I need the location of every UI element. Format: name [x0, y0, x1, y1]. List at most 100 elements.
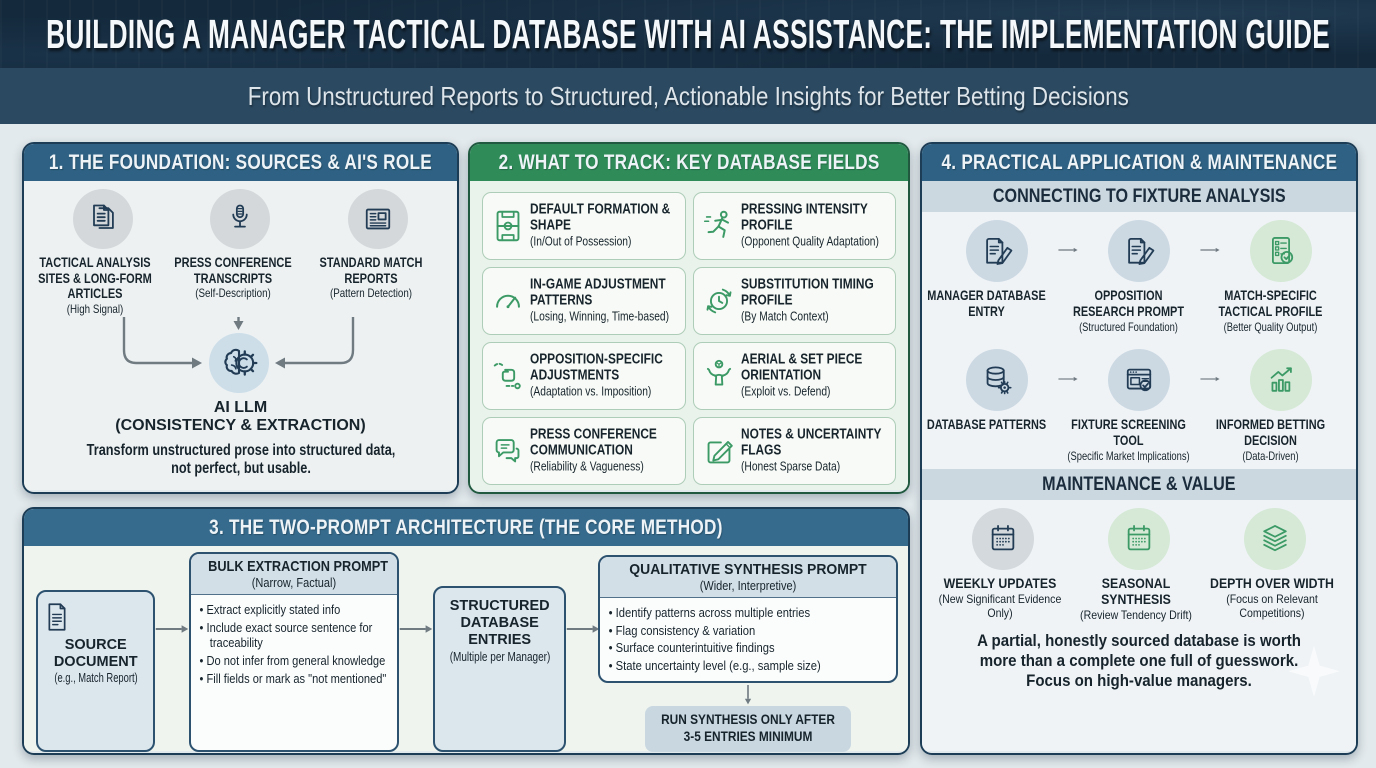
- field-text: IN-GAME ADJUSTMENT PATTERNS (Losing, Win…: [530, 276, 682, 324]
- flow-title: MATCH-SPECIFIC TACTICAL PROFILE: [1218, 287, 1323, 319]
- speech-bubbles-icon: [489, 432, 527, 470]
- panel-practical-application: 4. PRACTICAL APPLICATION & MAINTENANCE C…: [920, 142, 1358, 755]
- bulk-extraction-bullets: Extract explicitly stated info Include e…: [191, 602, 397, 686]
- ai-hub-title: AI LLM: [213, 398, 268, 416]
- flow-sub: (Structured Foundation): [1078, 319, 1178, 334]
- source-document-title: SOURCE DOCUMENT: [53, 637, 138, 670]
- value-line: Focus on high-value managers.: [1026, 671, 1252, 691]
- maintenance-label: WEEKLY UPDATES (New Significant Evidence…: [934, 575, 1066, 621]
- chart-up-icon: [1250, 348, 1312, 411]
- panel-two-prompt: 3. THE TWO-PROMPT ARCHITECTURE (THE CORE…: [22, 507, 910, 755]
- panel-two-prompt-header: 3. THE TWO-PROMPT ARCHITECTURE (THE CORE…: [24, 509, 908, 546]
- bulk-extraction-header: BULK EXTRACTION PROMPT (Narrow, Factual): [191, 554, 398, 596]
- field-card-aerial-set-piece: AERIAL & SET PIECE ORIENTATION (Exploit …: [692, 342, 896, 410]
- field-card-substitution-timing: SUBSTITUTION TIMING PROFILE (By Match Co…: [692, 267, 896, 335]
- page-title: BUILDING A MANAGER TACTICAL DATABASE WIT…: [46, 10, 1330, 57]
- source-title: STANDARD MATCH REPORTS: [319, 255, 423, 286]
- panel-foundation: 1. THE FOUNDATION: SOURCES & AI'S ROLE T…: [22, 142, 459, 494]
- checklist-check-icon: [1250, 220, 1312, 282]
- prompt-bullet: Do not infer from general knowledge: [200, 653, 397, 669]
- documents-icon: [72, 189, 133, 249]
- prompt-flow-row: SOURCE DOCUMENT (e.g., Match Report) BUL…: [24, 546, 908, 753]
- structured-entries-box: STRUCTURED DATABASE ENTRIES (Multiple pe…: [433, 586, 566, 753]
- prompt-bullet: Extract explicitly stated info: [200, 602, 397, 618]
- flow-label: DATABASE PATTERNS: [922, 416, 1051, 434]
- source-sub: (High Signal): [66, 301, 124, 316]
- panel-two-prompt-title: 3. THE TWO-PROMPT ARCHITECTURE (THE CORE…: [209, 515, 723, 539]
- panel-foundation-header: 1. THE FOUNDATION: SOURCES & AI'S ROLE: [24, 144, 457, 181]
- browser-check-icon: [1108, 348, 1170, 411]
- bullet-text: Fill fields or mark as "not mentioned": [206, 670, 387, 686]
- field-sub: (Honest Sparse Data): [740, 459, 840, 474]
- field-sub: (Exploit vs. Defend): [740, 384, 830, 399]
- source-sub: (Pattern Detection): [329, 286, 412, 301]
- fixture-flow-row-1: MANAGER DATABASE ENTRY OPPOSITION RESEAR…: [922, 212, 1356, 341]
- run-synthesis-text: RUN SYNTHESIS ONLY AFTER 3-5 ENTRIES MIN…: [651, 712, 845, 746]
- source-label: STANDARD MATCH REPORTS (Pattern Detectio…: [302, 255, 439, 301]
- seasonal-synthesis: SEASONAL SYNTHESIS (Review Tendency Drif…: [1071, 508, 1207, 623]
- fixture-analysis-band: CONNECTING TO FIXTURE ANALYSIS: [922, 181, 1356, 212]
- bullet-text: Identify patterns across multiple entrie…: [615, 605, 811, 621]
- fixture-screening-tool: FIXTURE SCREENING TOOL (Specific Market …: [1067, 348, 1200, 464]
- flow-title: OPPOSITION RESEARCH PROMPT: [1072, 287, 1184, 319]
- flow-label: MANAGER DATABASE ENTRY: [922, 287, 1051, 321]
- source-match-reports: STANDARD MATCH REPORTS (Pattern Detectio…: [309, 189, 447, 317]
- database-patterns: DATABASE PATTERNS: [927, 348, 1058, 434]
- field-title: IN-GAME ADJUSTMENT PATTERNS: [530, 276, 666, 309]
- maintenance-row: WEEKLY UPDATES (New Significant Evidence…: [922, 500, 1356, 623]
- brain-gear-icon: [208, 332, 269, 393]
- note-line: not perfect, but usable.: [170, 460, 311, 478]
- flow-title: MANAGER DATABASE ENTRY: [926, 287, 1046, 319]
- maintenance-label: DEPTH OVER WIDTH (Focus on Relevant Comp…: [1206, 575, 1338, 621]
- field-sub: (By Match Context): [740, 309, 829, 324]
- note-line: Transform unstructured prose into struct…: [86, 441, 395, 459]
- field-card-in-game-adjustment: IN-GAME ADJUSTMENT PATTERNS (Losing, Win…: [482, 267, 686, 335]
- maintenance-title: MAINTENANCE & VALUE: [1042, 473, 1236, 495]
- field-title: SUBSTITUTION TIMING PROFILE: [740, 276, 874, 309]
- bullet-text: Include exact source sentence for tracea…: [206, 619, 373, 651]
- flow-label: INFORMED BETTING DECISION (Data-Driven): [1206, 416, 1335, 464]
- source-tactical-analysis: TACTICAL ANALYSIS SITES & LONG-FORM ARTI…: [34, 189, 172, 317]
- panel-practical-body: CONNECTING TO FIXTURE ANALYSIS MANAGER D…: [922, 181, 1356, 751]
- panel-foundation-body: TACTICAL ANALYSIS SITES & LONG-FORM ARTI…: [24, 181, 457, 490]
- structured-entries-title: STRUCTURED DATABASE ENTRIES: [449, 598, 550, 649]
- source-label: PRESS CONFERENCE TRANSCRIPTS (Self-Descr…: [164, 255, 301, 301]
- value-line: more than a complete one full of guesswo…: [979, 651, 1299, 671]
- bulk-extraction-box: BULK EXTRACTION PROMPT (Narrow, Factual)…: [189, 552, 400, 753]
- value-statement-text: A partial, honestly sourced database is …: [935, 631, 1342, 691]
- bullet-text: Do not infer from general knowledge: [206, 653, 386, 669]
- flow-arrow-icon: [1058, 244, 1078, 256]
- maintenance-item-sub: (Review Tendency Drift): [1079, 608, 1192, 623]
- depth-over-width: DEPTH OVER WIDTH (Focus on Relevant Comp…: [1207, 508, 1343, 621]
- doc-pencil-icon: [966, 220, 1028, 282]
- panel-practical-title: 4. PRACTICAL APPLICATION & MAINTENANCE: [941, 150, 1337, 174]
- source-sub: (Self-Description): [195, 286, 271, 301]
- field-title: OPPOSITION-SPECIFIC ADJUSTMENTS: [530, 351, 663, 384]
- flow-label: OPPOSITION RESEARCH PROMPT (Structured F…: [1064, 287, 1193, 335]
- maintenance-band: MAINTENANCE & VALUE: [922, 469, 1356, 501]
- microphone-icon: [210, 189, 271, 249]
- flow-label: MATCH-SPECIFIC TACTICAL PROFILE (Better …: [1206, 287, 1335, 335]
- source-label: TACTICAL ANALYSIS SITES & LONG-FORM ARTI…: [27, 255, 164, 317]
- foundation-note: Transform unstructured prose into struct…: [24, 442, 457, 479]
- page-subtitle-band: From Unstructured Reports to Structured,…: [0, 68, 1376, 124]
- field-card-opposition-adjustments: OPPOSITION-SPECIFIC ADJUSTMENTS (Adaptat…: [482, 342, 686, 410]
- source-document-sub: (e.g., Match Report): [54, 671, 138, 686]
- panel-two-prompt-body: SOURCE DOCUMENT (e.g., Match Report) BUL…: [24, 546, 908, 753]
- field-title: DEFAULT FORMATION & SHAPE: [530, 201, 671, 234]
- panel-what-to-track-title: 2. WHAT TO TRACK: KEY DATABASE FIELDS: [498, 150, 880, 174]
- field-text: DEFAULT FORMATION & SHAPE (In/Out of Pos…: [530, 201, 682, 249]
- panel-what-to-track-body: DEFAULT FORMATION & SHAPE (In/Out of Pos…: [470, 181, 908, 490]
- gauge-icon: [489, 282, 527, 320]
- run-synthesis-note: RUN SYNTHESIS ONLY AFTER 3-5 ENTRIES MIN…: [645, 705, 851, 753]
- panel-practical-header: 4. PRACTICAL APPLICATION & MAINTENANCE: [922, 144, 1356, 181]
- weekly-updates: WEEKLY UPDATES (New Significant Evidence…: [935, 508, 1071, 621]
- panel-what-to-track: 2. WHAT TO TRACK: KEY DATABASE FIELDS DE…: [468, 142, 910, 494]
- field-sub: (Reliability & Vagueness): [530, 459, 644, 474]
- manager-database-entry: MANAGER DATABASE ENTRY: [927, 220, 1058, 321]
- field-text: SUBSTITUTION TIMING PROFILE (By Match Co…: [740, 276, 893, 324]
- down-arrow-icon: [741, 685, 755, 705]
- field-card-pressing-intensity: PRESSING INTENSITY PROFILE (Opponent Qua…: [692, 192, 896, 260]
- bulk-extraction-title: BULK EXTRACTION PROMPT: [208, 558, 389, 575]
- synthesis-column: QUALITATIVE SYNTHESIS PROMPT (Wider, Int…: [598, 555, 898, 753]
